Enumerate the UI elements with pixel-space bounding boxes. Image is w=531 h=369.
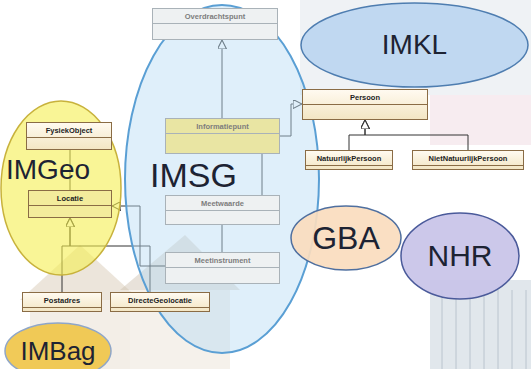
class-box: DirecteGeolocatie (110, 292, 210, 312)
class-box: Overdrachtspunt (152, 8, 278, 40)
class-name: Overdrachtspunt (181, 9, 249, 23)
model-label: IMKL (382, 31, 447, 59)
class-box: NietNatuurlijkPersoon (412, 150, 524, 170)
region-ellipse: GBA (290, 205, 402, 271)
ellipse-shape (5, 323, 111, 369)
faded-photo (430, 95, 531, 145)
class-name: NatuurlijkPersoon (313, 151, 386, 165)
model-label: GBA (312, 222, 380, 254)
ellipse-shape (301, 3, 528, 87)
region-ellipse: IMGeo FysiekObjectLocatie (0, 100, 122, 276)
class-name: Meetinstrument (191, 253, 255, 267)
attribute-compartment (153, 23, 277, 39)
ellipse-shape (401, 213, 519, 299)
association-line (365, 120, 468, 150)
class-name: FysiekObject (42, 123, 97, 137)
attribute-compartment (166, 133, 279, 153)
attribute-compartment (29, 205, 111, 217)
class-name: NietNatuurlijkPersoon (425, 151, 512, 165)
model-label: IMSG (150, 158, 237, 192)
attribute-compartment (27, 137, 111, 149)
ellipse-shape (125, 5, 319, 353)
attribute-compartment (23, 307, 101, 311)
association-line (349, 120, 365, 150)
attribute-compartment (306, 165, 392, 169)
model-label: IMBag (20, 338, 95, 364)
class-name: Informatiepunt (192, 119, 253, 133)
building-windows (442, 290, 526, 369)
region-ellipse: IMKL (300, 2, 529, 88)
class-name: DirecteGeolocatie (124, 293, 196, 307)
ellipse-shape (1, 101, 121, 275)
class-box: NatuurlijkPersoon (305, 150, 393, 170)
region-ellipse: NHR (400, 212, 520, 300)
model-label: IMGeo (6, 156, 90, 184)
network-photo (300, 0, 531, 95)
region-ellipse: IMBag (4, 322, 112, 369)
class-box: Informatiepunt (165, 118, 280, 154)
class-box: Locatie (28, 190, 112, 218)
attribute-compartment (166, 267, 279, 283)
class-box: Meetwaarde (165, 195, 280, 225)
class-name: Meetwaarde (197, 196, 248, 210)
attribute-compartment (166, 210, 279, 224)
class-name: Persoon (346, 90, 384, 104)
attribute-compartment (413, 165, 523, 169)
class-box: Persoon (302, 89, 428, 120)
ellipse-shape (291, 206, 401, 270)
class-box: Meetinstrument (165, 252, 280, 284)
class-box: Postadres (22, 292, 102, 312)
class-box: FysiekObject (26, 122, 112, 150)
attribute-compartment (111, 307, 209, 311)
model-label: NHR (428, 241, 493, 271)
class-name: Locatie (53, 191, 87, 205)
attribute-compartment (303, 104, 427, 119)
class-name: Postadres (40, 293, 84, 307)
